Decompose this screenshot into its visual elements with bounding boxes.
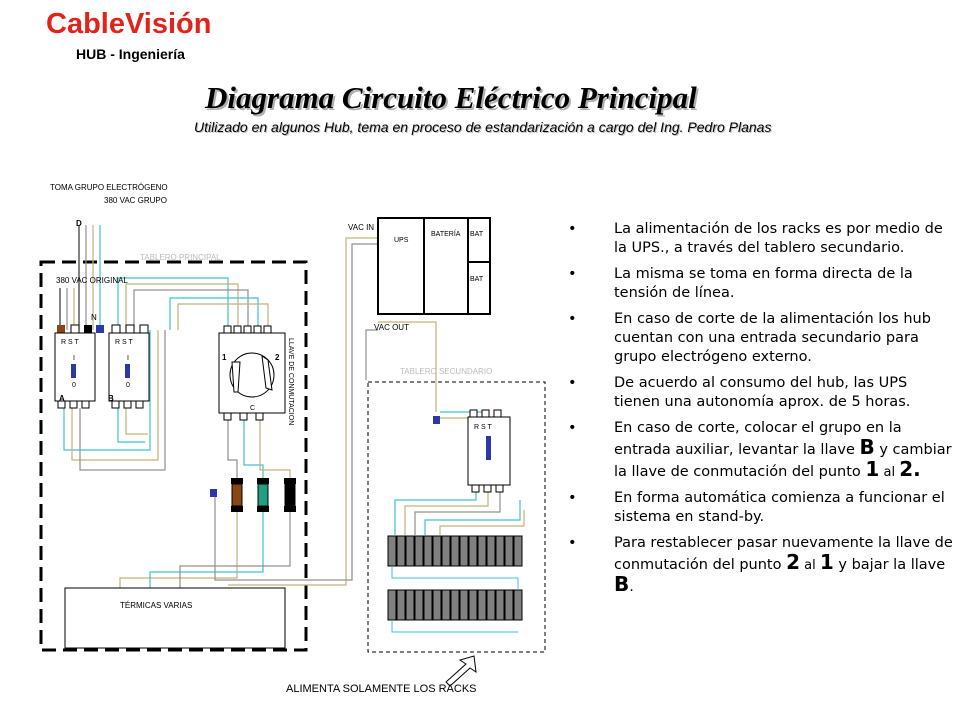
notes-list: La alimentación de los racks es por medi… [568,220,956,604]
bateria-label: BATERÍA [431,229,461,238]
switch-pos2: 2 [275,353,280,362]
bat2-label: BAT [470,276,484,283]
note-item: La misma se toma en forma directa de la … [568,265,956,303]
tablero-principal-label: TABLERO PRINCIPAL [140,253,221,262]
note-item: De acuerdo al consumo del hub, las UPS t… [568,374,956,412]
llave-conmutacion-label: LLAVE DE CONMUTACION [287,338,294,425]
termicas-label: TÉRMICAS VARIAS [120,601,192,610]
label-d: D [76,219,82,228]
vac-out-label: VAC OUT [374,323,409,332]
secondary-breaker-phases: R S T [474,424,492,431]
vac-original-label: 380 VAC ORIGINAL [56,276,128,285]
note-item: En caso de corte, colocar el grupo en la… [568,419,956,482]
fuse-1 [231,483,243,507]
breaker-a-phases: R S T [61,339,79,346]
vac-in-label: VAC IN [348,223,374,232]
slide-title: Diagrama Circuito Eléctrico Principal [205,80,697,115]
racks-arrow [445,655,477,687]
switch-pos1: 1 [222,353,227,362]
note-item: La alimentación de los racks es por medi… [568,220,956,258]
tablero-secundario-label: TABLERO SECUNDARIO [400,367,492,376]
breaker-a-on: I [73,355,75,362]
ups-box [377,217,491,315]
tablero-principal-box [39,260,308,652]
electrical-diagram: TOMA GRUPO ELECTRÓGENO 380 VAC GRUPO D T… [39,183,546,695]
bat1-label: BAT [470,231,484,238]
breaker-b-on: I [127,355,129,362]
fuse-3 [284,483,296,507]
commutation-switch[interactable] [218,332,286,414]
label-a: A [59,394,65,403]
toma-grupo-label: TOMA GRUPO ELECTRÓGENO [50,183,168,192]
label-c: C [250,405,255,412]
breaker-b-phases: R S T [115,339,133,346]
note-item: En forma automática comienza a funcionar… [568,489,956,527]
brand-logo: CableVisión [46,8,212,40]
label-n: N [91,313,97,322]
breaker-b-off: 0 [126,382,130,389]
termicas-box [64,587,286,649]
breaker-a-off: 0 [72,382,76,389]
note-item: Para restablecer pasar nuevamente la lla… [568,534,956,597]
vac-grupo-label: 380 VAC GRUPO [104,196,167,205]
alimenta-label: ALIMENTA SOLAMENTE LOS RACKS [286,683,477,695]
ups-label: UPS [394,237,409,244]
fuse-2 [257,483,269,507]
tablero-secundario-box [367,381,546,653]
brand-subtitle: HUB - Ingeniería [76,46,185,62]
note-item: En caso de corte de la alimentación los … [568,310,956,367]
label-b: B [108,394,114,403]
slide-subtitle: Utilizado en algunos Hub, tema en proces… [194,119,772,135]
